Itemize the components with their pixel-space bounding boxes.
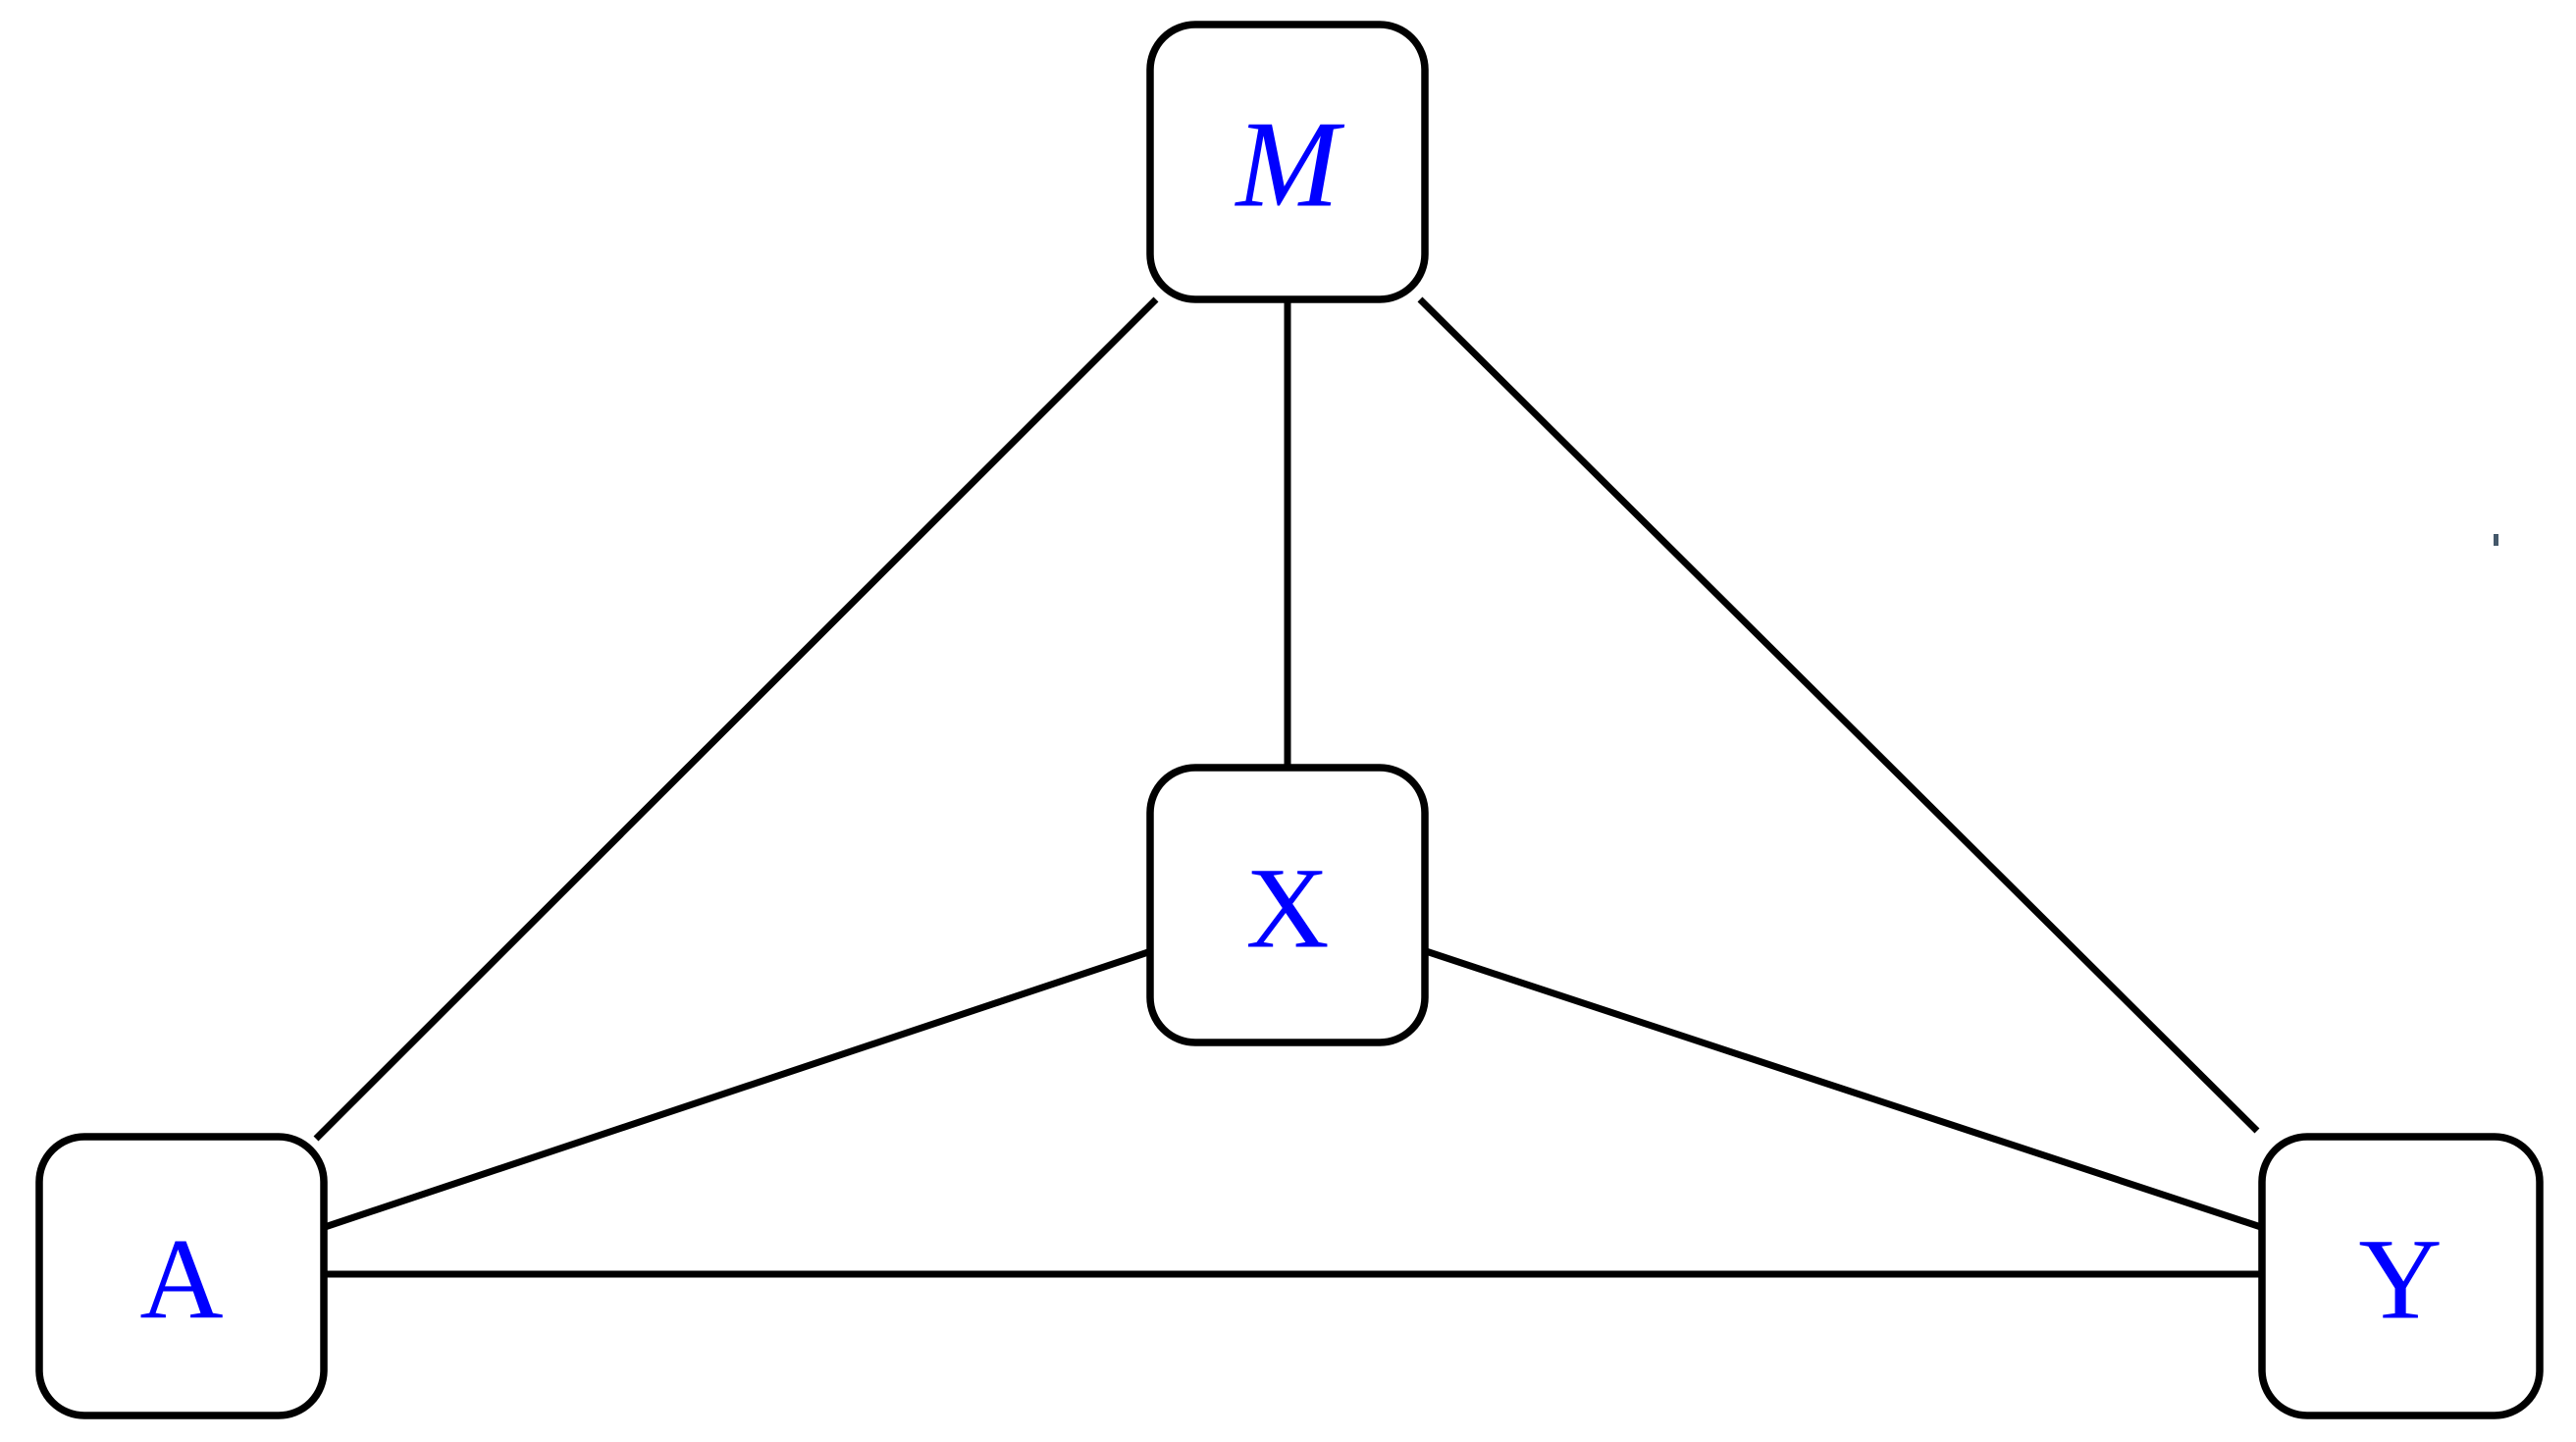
edge-a-x: [320, 946, 1156, 1232]
edge-m-y: [1417, 296, 2260, 1134]
node-x-box[interactable]: [1146, 764, 1429, 1046]
node-y-label: Y: [2358, 1215, 2442, 1344]
stray-mark: [2494, 534, 2498, 546]
node-m-label: M: [1235, 97, 1345, 234]
node-a[interactable]: A: [35, 1133, 328, 1419]
node-a-box[interactable]: [35, 1133, 328, 1419]
node-x[interactable]: X: [1146, 764, 1429, 1046]
node-y[interactable]: Y: [2258, 1133, 2544, 1419]
edge-a-m: [313, 296, 1159, 1142]
edge-x-y: [1421, 946, 2266, 1232]
node-a-label: A: [139, 1215, 223, 1344]
node-m-box[interactable]: [1146, 21, 1429, 303]
edge-layer: [313, 296, 2266, 1278]
node-x-label: X: [1245, 844, 1329, 973]
node-m[interactable]: M: [1146, 21, 1429, 303]
node-y-box[interactable]: [2258, 1133, 2544, 1419]
